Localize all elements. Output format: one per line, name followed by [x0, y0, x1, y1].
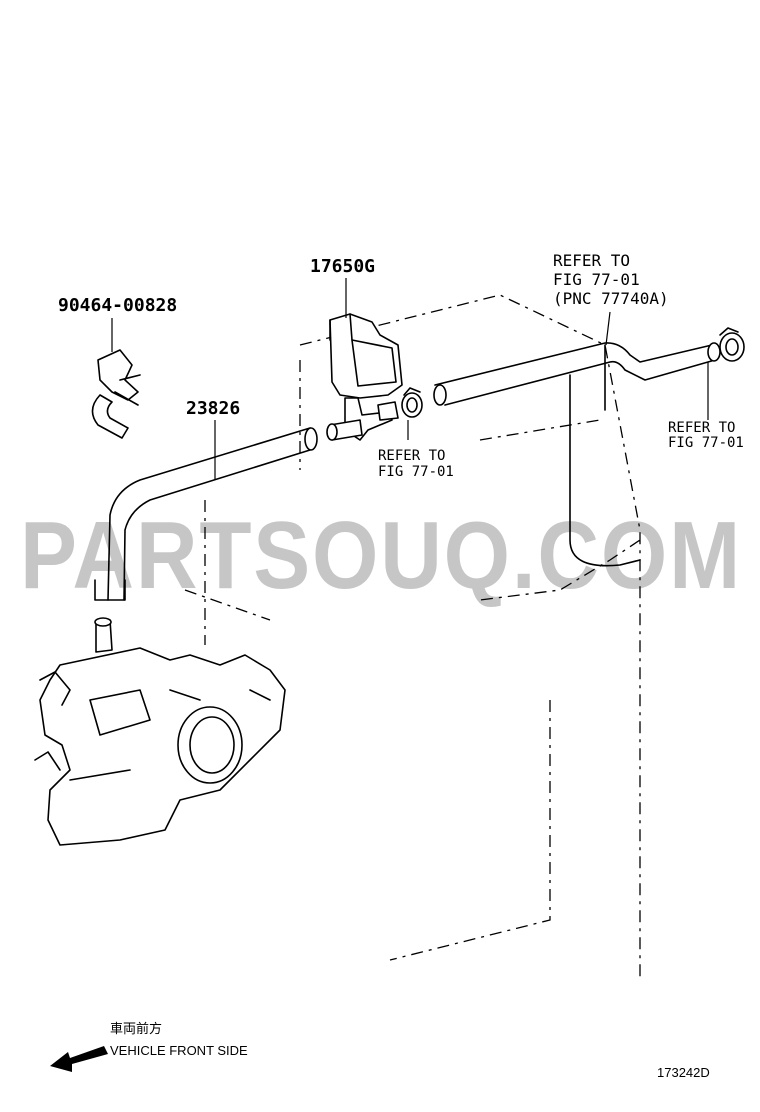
- refer-pnc-line1: REFER TO: [553, 251, 630, 270]
- vsv-17650G[interactable]: [326, 313, 403, 441]
- callout-hose-part-number: 23826: [186, 398, 240, 419]
- refer-mid-line2: FIG 77-01: [378, 464, 454, 480]
- direction-label-en: VEHICLE FRONT SIDE: [110, 1043, 248, 1058]
- direction-arrow-icon: [50, 1046, 108, 1072]
- watermark: PARTSOUQ.COM: [20, 502, 742, 609]
- throttle-body: [34, 617, 286, 846]
- engine-outline: [184, 294, 641, 980]
- middle-hose-clamp[interactable]: [401, 387, 423, 418]
- refer-pnc-line3: (PNC 77740A): [553, 289, 669, 308]
- refer-pnc-line2: FIG 77-01: [553, 270, 640, 289]
- long-fuel-hose[interactable]: [433, 342, 721, 406]
- diagram-code: 173242D: [657, 1065, 710, 1080]
- right-hose-clamp[interactable]: [719, 327, 745, 362]
- refer-right-line1: REFER TO: [668, 420, 735, 436]
- refer-mid-line1: REFER TO: [378, 448, 445, 464]
- hose-23826[interactable]: [94, 427, 318, 601]
- callout-vsv-part-number: 17650G: [310, 256, 375, 277]
- callout-clamp-part-number: 90464-00828: [58, 295, 177, 316]
- refer-right-line2: FIG 77-01: [668, 435, 744, 451]
- direction-label-jp: 車両前方: [110, 1021, 162, 1037]
- clamp-90464-00828[interactable]: [91, 349, 141, 439]
- leader-lines: [111, 278, 709, 480]
